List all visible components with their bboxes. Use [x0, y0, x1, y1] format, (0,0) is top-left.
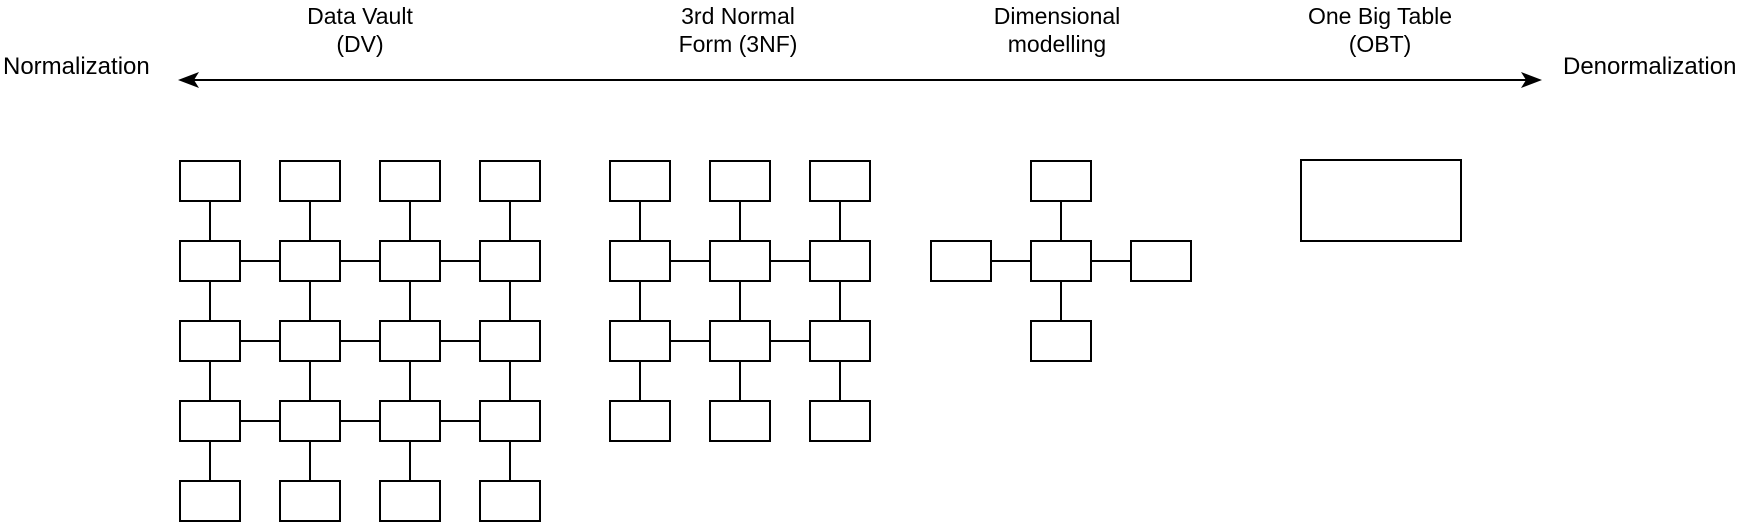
schema-table-box [479, 240, 541, 282]
schema-table-box [609, 400, 671, 442]
spectrum-arrow [178, 72, 1542, 88]
schema-table-box [809, 160, 871, 202]
schema-table-box [809, 240, 871, 282]
schema-table-box [379, 480, 441, 522]
approach-label-line: Form (3NF) [678, 31, 798, 57]
schema-table-box [709, 400, 771, 442]
approach-label-one-big-table: One Big Table(OBT) [1308, 2, 1452, 58]
schema-table-box [379, 160, 441, 202]
schema-table-box [809, 400, 871, 442]
star-schema [930, 160, 1192, 362]
approach-label-line: modelling [1007, 31, 1107, 57]
approach-label-line: 3rd Normal [681, 3, 795, 29]
third-normal-form-schema [609, 160, 871, 442]
axis-right-label: Denormalization [1563, 53, 1737, 80]
schema-table-box [179, 480, 241, 522]
schema-table-box [379, 240, 441, 282]
axis-left-label: Normalization [3, 53, 150, 80]
approach-label-line: Data Vault [307, 3, 413, 29]
arrowhead-left-icon [178, 72, 199, 88]
schema-table-box [179, 240, 241, 282]
approach-label-data-vault: Data Vault(DV) [307, 2, 413, 58]
one-big-table-schema [1300, 159, 1462, 242]
one-big-table-box [1300, 159, 1462, 242]
approach-label-line: (DV) [336, 31, 384, 57]
schema-table-box [179, 320, 241, 362]
schema-table-box [279, 160, 341, 202]
schema-table-box [379, 400, 441, 442]
schema-table-box [609, 320, 671, 362]
schema-table-box [279, 480, 341, 522]
dimension-table-box [1030, 320, 1092, 362]
arrowhead-right-icon [1521, 72, 1542, 88]
schema-table-box [709, 240, 771, 282]
schema-table-box [479, 480, 541, 522]
approach-label-line: Dimensional [993, 3, 1121, 29]
approach-label-line: One Big Table [1307, 3, 1453, 29]
dimension-table-box [1130, 240, 1192, 282]
schema-table-box [609, 240, 671, 282]
schema-table-box [379, 320, 441, 362]
schema-table-box [809, 320, 871, 362]
schema-table-box [479, 400, 541, 442]
schema-table-box [179, 400, 241, 442]
schema-table-box [609, 160, 671, 202]
approach-label-line: (OBT) [1348, 31, 1412, 57]
dimension-table-box [1030, 160, 1092, 202]
fact-table-box [1030, 240, 1092, 282]
schema-table-box [709, 320, 771, 362]
dimension-table-box [930, 240, 992, 282]
schema-table-box [479, 320, 541, 362]
data-vault-schema [179, 160, 541, 522]
schema-table-box [279, 320, 341, 362]
schema-table-box [279, 400, 341, 442]
schema-table-box [279, 240, 341, 282]
schema-table-box [179, 160, 241, 202]
schema-table-box [479, 160, 541, 202]
schema-table-box [709, 160, 771, 202]
